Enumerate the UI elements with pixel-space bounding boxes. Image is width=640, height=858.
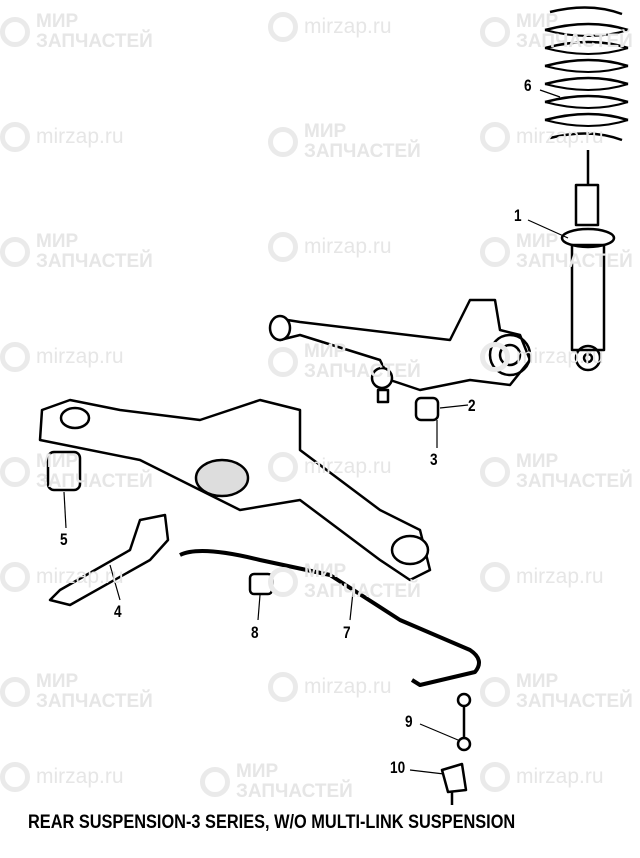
callout-10: 10 bbox=[390, 758, 406, 777]
callout-6: 6 bbox=[524, 76, 532, 95]
callout-1: 1 bbox=[514, 206, 522, 225]
diagram-caption: REAR SUSPENSION-3 SERIES, W/O MULTI-LINK… bbox=[28, 812, 516, 833]
shock-absorber-drawing bbox=[560, 150, 616, 372]
coil-spring-drawing bbox=[544, 6, 629, 142]
stabilizer-bushing-drawing bbox=[248, 572, 274, 596]
mount-bushing-drawing bbox=[46, 450, 82, 492]
callout-2: 2 bbox=[468, 396, 476, 415]
callout-3: 3 bbox=[430, 450, 438, 469]
stabilizer-link-drawing bbox=[456, 692, 472, 752]
callout-5: 5 bbox=[60, 530, 68, 549]
leader-lines bbox=[63, 89, 569, 775]
callout-7: 7 bbox=[343, 623, 351, 642]
link-bracket-drawing bbox=[440, 762, 468, 805]
trailing-arm-drawing bbox=[268, 298, 532, 404]
subframe-drawing bbox=[38, 398, 432, 582]
callout-8: 8 bbox=[251, 623, 259, 642]
stabilizer-bar-drawing bbox=[179, 549, 481, 687]
mount-bracket-drawing bbox=[48, 513, 170, 607]
callout-9: 9 bbox=[405, 712, 413, 731]
bushing-drawing bbox=[414, 396, 440, 422]
callout-4: 4 bbox=[114, 602, 122, 621]
